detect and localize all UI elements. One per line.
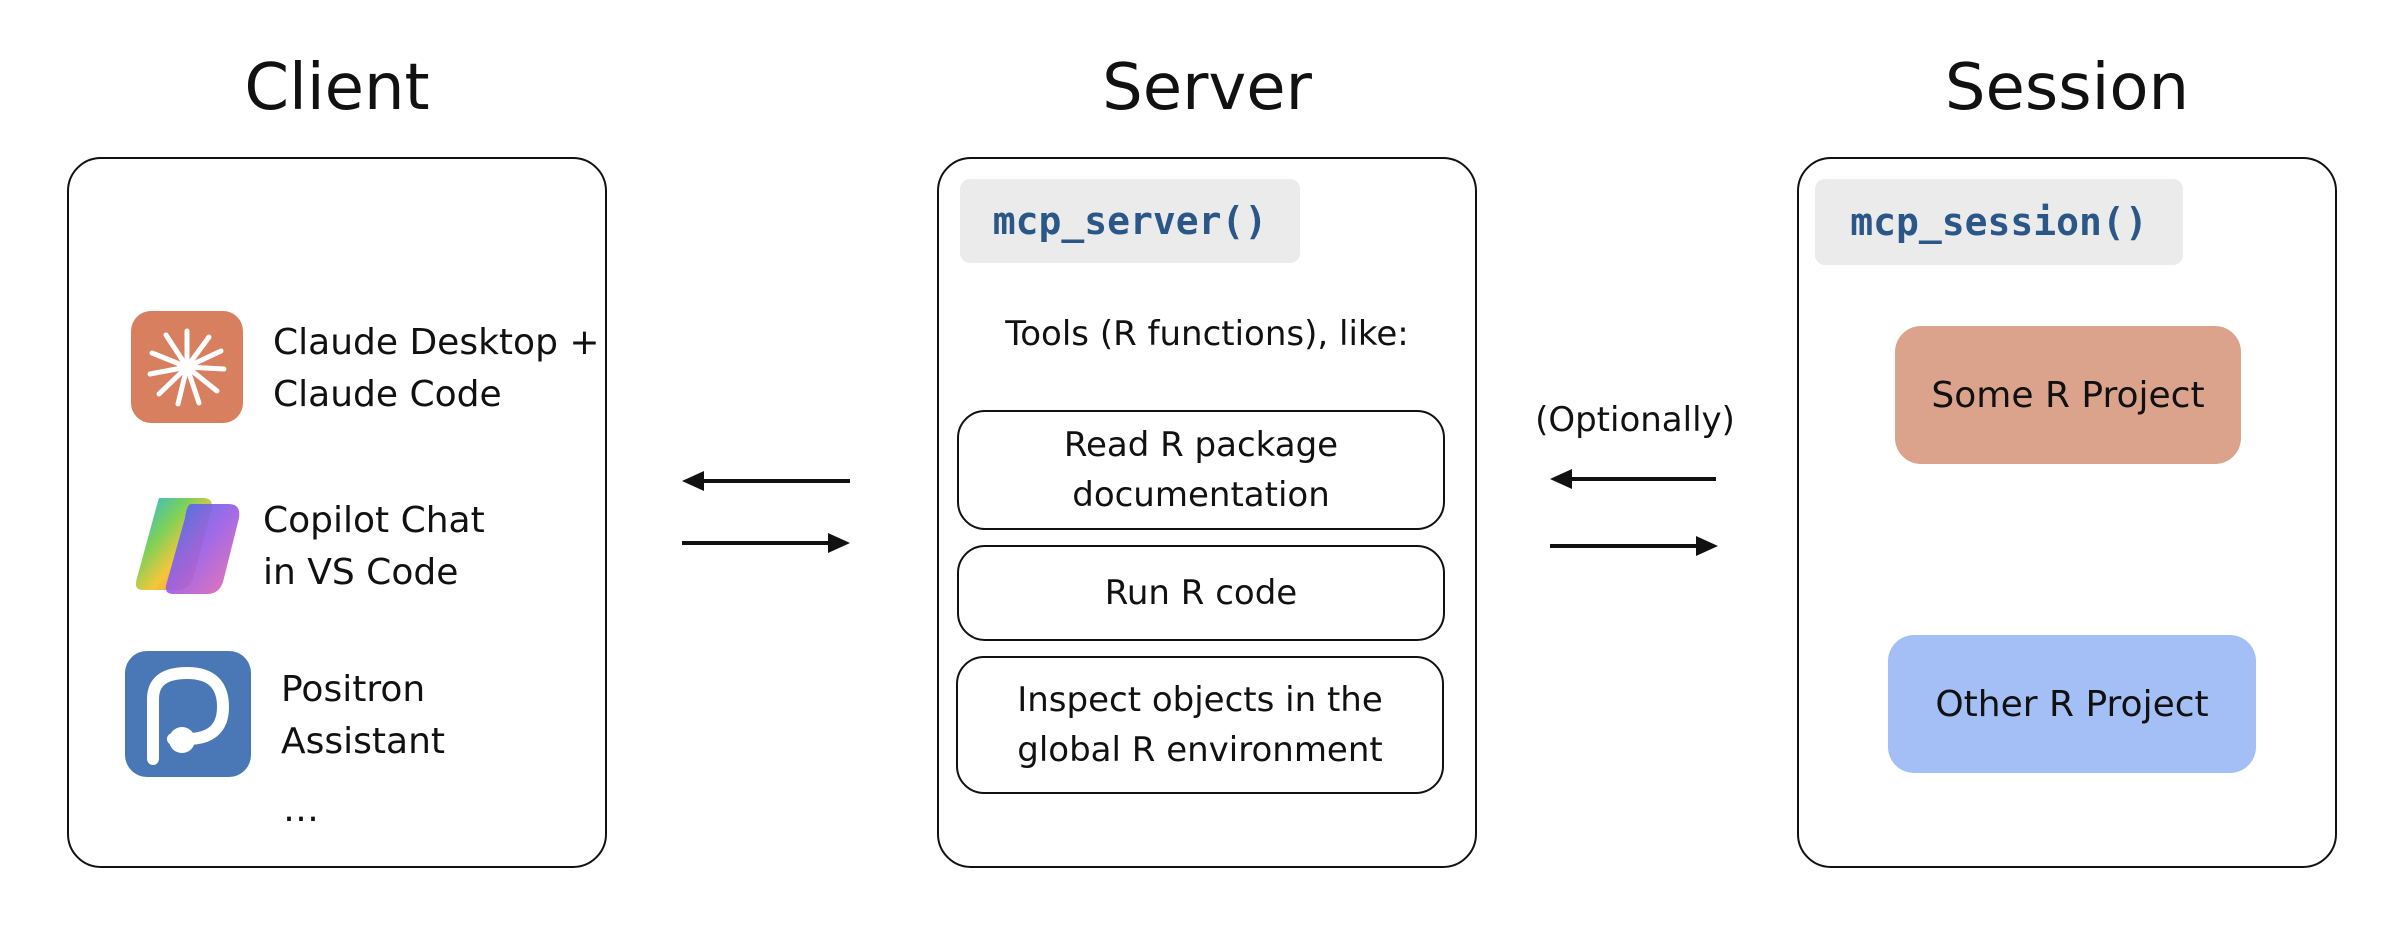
server-title: Server (1102, 51, 1312, 125)
mcp-session-function: mcp_session() (1815, 179, 2183, 265)
client-item-copilot: Copilot Chat in VS Code (129, 490, 485, 604)
server-session-arrows (1550, 469, 1718, 556)
client-more-ellipsis: … (283, 789, 319, 830)
client-title: Client (244, 51, 430, 125)
tools-intro-text: Tools (R functions), like: (1005, 314, 1409, 354)
tool-inspect-objects: Inspect objects in the global R environm… (956, 656, 1444, 794)
session-panel: mcp_session() Some R Project Other R Pro… (1797, 157, 2337, 868)
arrow-left-head (682, 471, 704, 491)
server-panel: mcp_server() Tools (R functions), like: … (937, 157, 1477, 868)
arrow-right-head (828, 533, 850, 553)
claude-icon (131, 311, 243, 427)
client-item-positron: Positron Assistant (125, 651, 445, 781)
client-label-claude: Claude Desktop + Claude Code (273, 322, 600, 415)
copilot-icon (129, 490, 249, 604)
positron-icon (125, 651, 251, 781)
client-label-copilot: Copilot Chat in VS Code (263, 500, 485, 593)
arrow-right-head-2 (1696, 536, 1718, 556)
arrow-left-head-2 (1550, 469, 1572, 489)
tool-read-docs: Read R package documentation (957, 410, 1445, 530)
client-label-positron: Positron Assistant (281, 669, 446, 762)
optional-connection-label: (Optionally) (1535, 400, 1735, 440)
project-other-r: Other R Project (1888, 635, 2256, 773)
session-title: Session (1944, 51, 2190, 125)
client-panel: Claude Desktop + Claude Code (67, 157, 607, 868)
client-item-claude: Claude Desktop + Claude Code (131, 311, 600, 427)
tool-run-code: Run R code (957, 545, 1445, 641)
project-some-r: Some R Project (1895, 326, 2241, 464)
mcp-server-function: mcp_server() (960, 179, 1300, 263)
client-server-arrows (682, 471, 850, 553)
